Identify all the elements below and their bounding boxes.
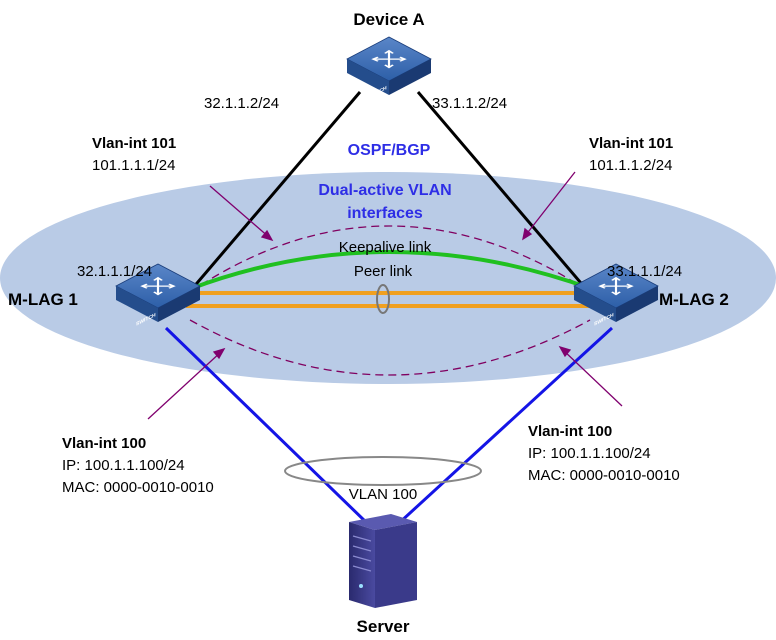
keepalive-link-label: Keepalive link xyxy=(339,239,432,256)
dual-active-label-line2: interfaces xyxy=(347,205,423,222)
mlag1-label: M-LAG 1 xyxy=(8,290,78,309)
vlan-int-101-right-title: Vlan-int 101 xyxy=(589,135,673,152)
vlan-int-100-arc xyxy=(189,319,591,376)
vlan100-aggregation-oval xyxy=(284,456,482,486)
link-a-mlag2 xyxy=(416,91,594,297)
link-mlag2-server xyxy=(396,326,614,526)
peer-link-label: Peer link xyxy=(354,263,413,280)
vlan-int-101-right-ip: 101.1.1.2/24 xyxy=(589,157,672,174)
vlan-int-100-right-ip: IP: 100.1.1.100/24 xyxy=(528,445,651,462)
mlag2-label: M-LAG 2 xyxy=(659,290,729,309)
server-label: Server xyxy=(357,617,410,636)
routing-protocol-label: OSPF/BGP xyxy=(348,142,431,159)
arrow-head-101-left xyxy=(260,229,274,242)
vlan-int-101-left-title: Vlan-int 101 xyxy=(92,135,176,152)
device-a-label: Device A xyxy=(353,10,424,29)
vlan-int-100-right-mac: MAC: 0000-0010-0010 xyxy=(528,467,680,484)
server-icon xyxy=(349,514,417,608)
ip-device-a-left: 32.1.1.2/24 xyxy=(204,95,279,112)
ip-mlag2: 33.1.1.1/24 xyxy=(607,263,682,280)
arrow-vlan-int-100-right xyxy=(561,348,623,407)
switch-icon: SWITCH xyxy=(573,263,659,328)
switch-icon: SWITCH xyxy=(346,36,432,101)
vlan100-label: VLAN 100 xyxy=(349,486,417,503)
vlan-int-100-left-title: Vlan-int 100 xyxy=(62,435,146,452)
arrow-head-100-left xyxy=(212,347,226,360)
arrow-vlan-int-101-right xyxy=(524,171,576,237)
arrow-vlan-int-100-left xyxy=(147,350,223,420)
vlan-int-100-left-mac: MAC: 0000-0010-0010 xyxy=(62,479,214,496)
vlan-int-100-right-title: Vlan-int 100 xyxy=(528,423,612,440)
ip-device-a-right: 33.1.1.2/24 xyxy=(432,95,507,112)
arrow-head-100-right xyxy=(558,345,572,358)
ip-mlag1: 32.1.1.1/24 xyxy=(77,263,152,280)
switch-icon: SWITCH xyxy=(115,263,201,328)
peer-link-aggregation-oval xyxy=(376,284,390,314)
link-mlag1-server xyxy=(164,326,370,526)
arrows xyxy=(147,171,623,420)
vlan-int-101-left-ip: 101.1.1.1/24 xyxy=(92,157,175,174)
arrow-head-101-right xyxy=(522,227,533,241)
vlan-int-100-left-ip: IP: 100.1.1.100/24 xyxy=(62,457,185,474)
vlan-int-101-arc xyxy=(189,225,591,293)
dual-active-zone xyxy=(0,172,776,384)
keepalive-link xyxy=(189,250,593,291)
link-a-mlag1 xyxy=(184,91,362,297)
dual-active-label-line1: Dual-active VLAN xyxy=(318,182,451,199)
arrow-vlan-int-101-left xyxy=(209,185,271,239)
